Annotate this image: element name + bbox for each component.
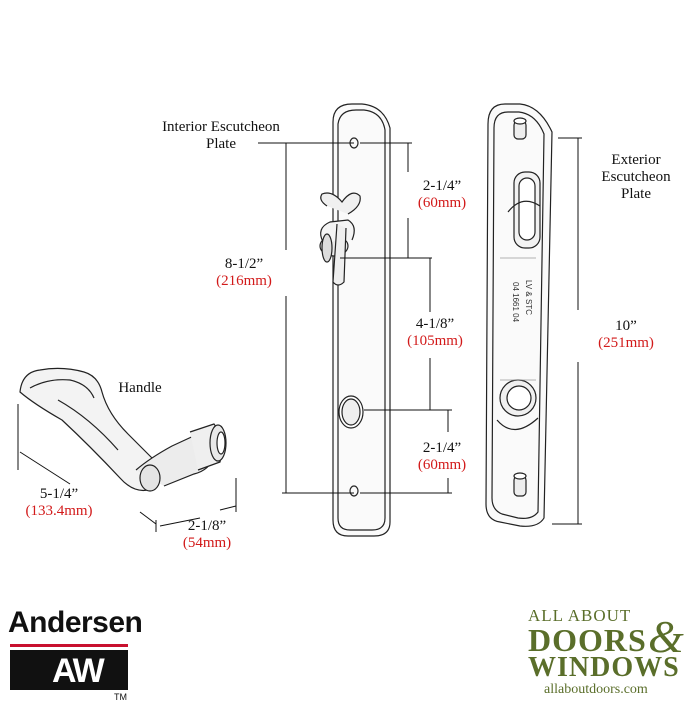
exterior-plate-label: Exterior Escutcheon Plate [601,152,671,202]
dim-bottom-offset: 2-1/4” (60mm) [417,440,467,473]
dim-top-offset: 2-1/4” (60mm) [417,178,467,211]
dim-handle-length: 5-1/4” (133.4mm) [25,486,93,519]
logo-url: allaboutdoors.com [544,682,648,697]
logo-ampersand: & [648,611,684,662]
handle-label: Handle [118,380,162,396]
svg-text:04 1661 04: 04 1661 04 [511,282,520,323]
andersen-red-rule [10,644,128,647]
exterior-escutcheon-plate [485,103,553,527]
lever-handle [19,367,227,492]
mounting-post-bottom [513,472,527,497]
trademark-symbol: TM [114,692,127,702]
svg-text:LV & STC: LV & STC [524,280,533,315]
handle-shank [189,423,227,471]
dim-center-spacing: 4-1/8” (105mm) [407,316,463,349]
logo-windows: WINDOWS [528,652,680,683]
dimension-lines [17,137,582,532]
andersen-logo: Andersen AW TM [8,606,143,702]
logo-all-about: ALL ABOUT [528,606,632,625]
dim-handle-projection: 2-1/8” (54mm) [182,518,232,551]
mounting-post-top [513,117,527,140]
thumbturn-icon [319,192,361,286]
andersen-aw-mark: AW [10,650,128,690]
interior-plate-label: Interior Escutcheon Plate [162,119,280,152]
all-about-doors-windows-logo: ALL ABOUT DOORS & WINDOWS allaboutdoors.… [524,606,696,698]
dim-exterior-length: 10” (251mm) [598,318,654,351]
dim-overall-interior: 8-1/2” (216mm) [216,256,272,289]
plate-marking-text: LV & STC 04 1661 04 [511,280,533,323]
interior-escutcheon-plate [319,103,391,537]
andersen-wordmark: Andersen [8,606,143,639]
logo-doors: DOORS [528,622,647,658]
screw-hole-bottom [349,485,359,497]
